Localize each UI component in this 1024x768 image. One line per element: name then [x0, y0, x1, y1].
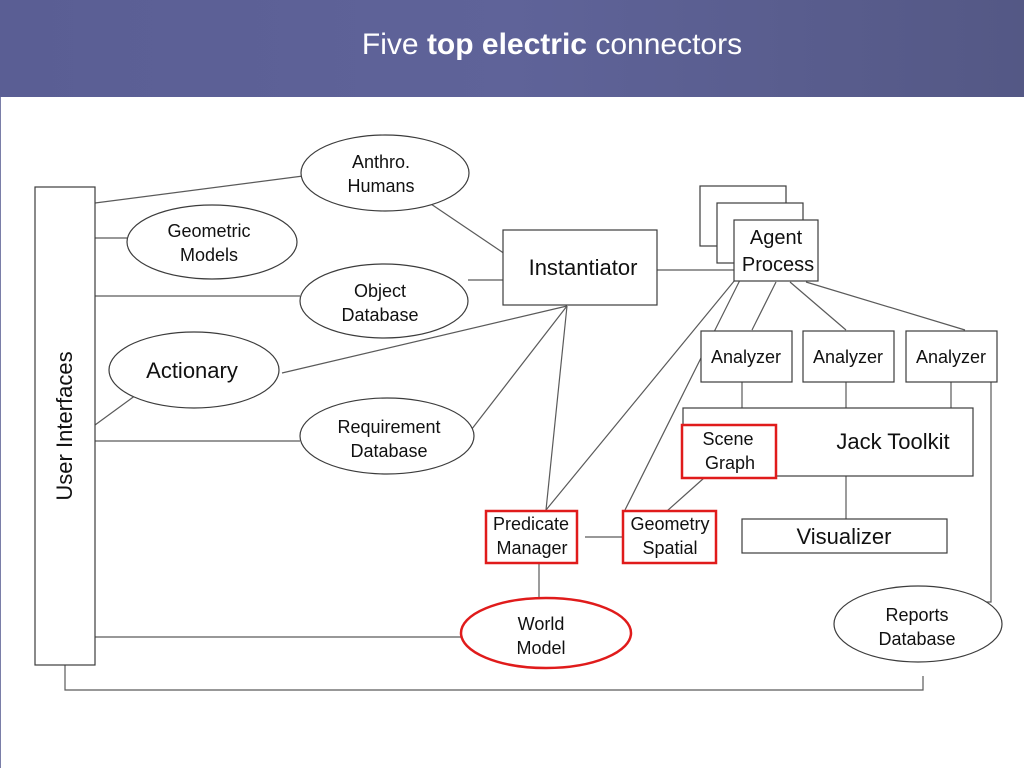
- requirement-label-2: Database: [350, 441, 427, 461]
- actionary-label: Actionary: [146, 358, 238, 383]
- line-agent-predicate-a: [545, 279, 736, 511]
- slide-title: Five top electric connectors: [0, 0, 1024, 90]
- line-agent-analyzer2: [789, 281, 847, 331]
- anthro-label-1: Anthro.: [352, 152, 410, 172]
- visualizer-box: [741, 518, 948, 554]
- anthro-humans-ellipse: [300, 134, 470, 212]
- analyzer-label-1: Analyzer: [711, 347, 781, 367]
- line-agent-analyzer3: [805, 281, 966, 331]
- predicate-label-2: Manager: [496, 538, 567, 558]
- geometric-models-ellipse: [126, 204, 298, 280]
- analyzer-box-1: [700, 330, 793, 383]
- geometric-label-1: Geometric: [167, 221, 250, 241]
- title-bold: top electric: [426, 28, 587, 61]
- jack-toolkit-label: Jack Toolkit: [836, 429, 949, 454]
- line-scene-geometry: [666, 477, 705, 512]
- geometry-label-2: Spatial: [642, 538, 697, 558]
- visualizer-label: Visualizer: [797, 524, 892, 549]
- scene-label-1: Scene: [702, 429, 753, 449]
- title-suffix: connectors: [595, 28, 743, 61]
- world-label-1: World: [518, 614, 565, 634]
- line-ui-actionary: [94, 394, 137, 426]
- connector-lines: [64, 175, 992, 691]
- reports-database-ellipse: [833, 585, 1003, 663]
- agent-process-box: [733, 219, 819, 282]
- reports-label-2: Database: [878, 629, 955, 649]
- scene-label-2: Graph: [705, 453, 755, 473]
- scene-graph-box: [680, 423, 778, 480]
- requirement-label-1: Requirement: [337, 417, 440, 437]
- line-instantiator-predicate: [545, 305, 568, 511]
- object-label-2: Database: [341, 305, 418, 325]
- agent-label-1: Agent: [750, 227, 803, 249]
- predicate-manager-box: [484, 509, 579, 565]
- user-interfaces-label: User Interfaces: [52, 351, 77, 500]
- analyzer-box-3: [905, 330, 998, 383]
- anthro-label-2: Humans: [347, 176, 414, 196]
- line-actionary-instantiator: [281, 305, 568, 374]
- left-border: [0, 97, 1, 768]
- title-bar: [0, 0, 1024, 97]
- requirement-database-ellipse: [299, 397, 475, 475]
- world-label-2: Model: [516, 638, 565, 658]
- object-label-1: Object: [354, 281, 406, 301]
- world-model-ellipse: [459, 596, 633, 670]
- predicate-label-1: Predicate: [493, 514, 569, 534]
- line-anthro-instantiator: [427, 201, 506, 255]
- user-interfaces-box: [34, 186, 96, 666]
- agent-label-2: Process: [742, 254, 814, 276]
- actionary-ellipse: [108, 331, 280, 409]
- line-agent-analyzer1: [751, 281, 777, 331]
- geometry-spatial-box: [621, 509, 718, 565]
- line-ui-reports: [64, 665, 924, 691]
- line-agent-predicate-b: [624, 279, 741, 511]
- line-ui-anthro: [94, 175, 304, 204]
- reports-label-1: Reports: [885, 605, 948, 625]
- geometric-label-2: Models: [180, 245, 238, 265]
- analyzer-box-2: [802, 330, 895, 383]
- instantiator-label: Instantiator: [529, 255, 638, 280]
- line-requirement-instantiator: [467, 305, 568, 435]
- geometry-label-1: Geometry: [630, 514, 709, 534]
- instantiator-box: [502, 229, 658, 306]
- analyzer-label-2: Analyzer: [813, 347, 883, 367]
- analyzer-label-3: Analyzer: [916, 347, 986, 367]
- object-database-ellipse: [299, 263, 469, 339]
- title-prefix: Five: [361, 28, 419, 61]
